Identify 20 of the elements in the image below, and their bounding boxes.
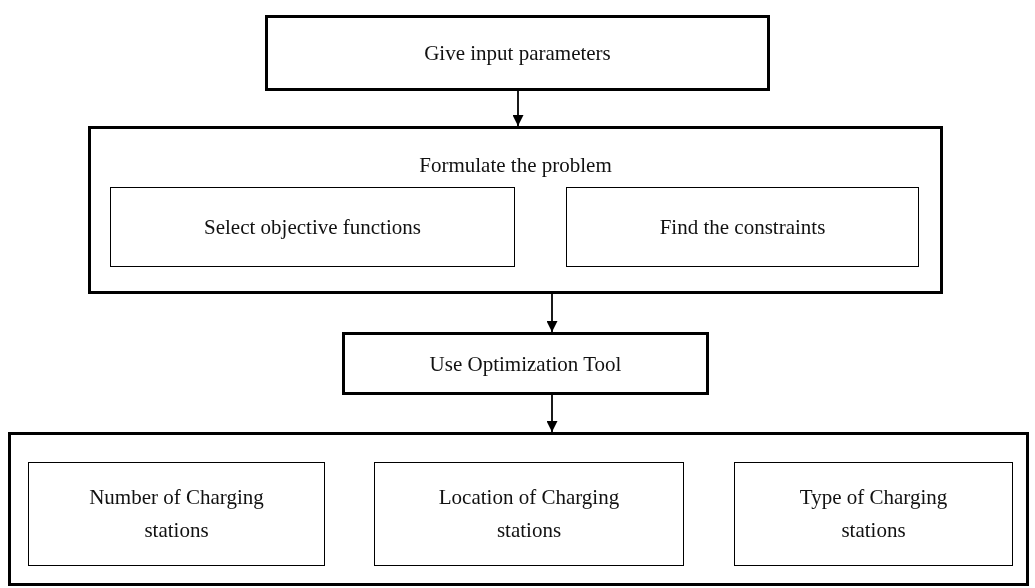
group-heading: Formulate the problem xyxy=(418,152,613,179)
box-label: Give input parameters xyxy=(423,39,612,67)
box-label: Number of Charging stations xyxy=(88,484,265,544)
process-box xyxy=(110,187,515,267)
process-box xyxy=(566,187,919,267)
process-box xyxy=(265,15,770,91)
result-box xyxy=(28,462,325,566)
process-box xyxy=(342,332,709,395)
box-label: Location of Charging stations xyxy=(437,484,621,544)
group-box xyxy=(88,126,943,294)
outer-box xyxy=(8,432,1029,586)
result-box xyxy=(374,462,684,566)
arrow xyxy=(512,90,524,127)
result-box xyxy=(734,462,1013,566)
box-label: Find the constraints xyxy=(658,213,827,241)
box-label: Type of Charging stations xyxy=(798,484,949,544)
box-label: Select objective functions xyxy=(203,213,422,241)
arrow xyxy=(546,293,558,333)
arrow xyxy=(546,394,558,433)
box-label: Use Optimization Tool xyxy=(428,350,623,378)
